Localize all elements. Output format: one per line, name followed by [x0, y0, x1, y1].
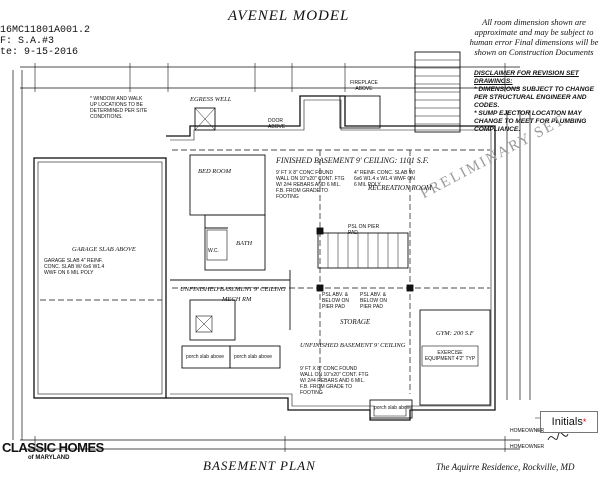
disclaimer-item: * DIMENSIONS SUBJECT TO CHANGE PER STRUC… — [474, 86, 595, 109]
required-star-icon: * — [582, 417, 587, 427]
psl-note-1: PSL ABV. & BELOW ON PIER PAD — [322, 292, 349, 310]
drawing-id-block: 16MC11801A001.2 F: S.A.#3 te: 9-15-2016 — [0, 25, 90, 58]
exercise-equipment-label: EXERCISE EQUIPMENT 4'2" TYP — [424, 350, 476, 362]
gym-label: GYM: 200 S.F — [436, 330, 474, 337]
egress-well-label: EGRESS WELL — [190, 96, 232, 103]
storage-label: STORAGE — [340, 318, 371, 326]
drawing-date: te: 9-15-2016 — [0, 47, 79, 58]
psl-note-2: PSL ABV. & BELOW ON PIER PAD — [360, 292, 387, 310]
garage-slab-label: GARAGE SLAB ABOVE — [72, 246, 136, 253]
psl-note-3: PSL ON PIER PAD — [348, 224, 380, 236]
foundation-wall-note-2: 9' FT X 8" CONC FOUND WALL ON 10"x20" CO… — [300, 366, 369, 396]
initials-label: Initials — [551, 416, 583, 428]
bedroom-label: BED ROOM — [198, 168, 232, 175]
porch-slab-bottom-label: porch slab above — [374, 405, 413, 411]
recreation-room-label: RECREATION ROOM — [368, 184, 432, 192]
room-dimension-note: All room dimension shown are approximate… — [469, 17, 599, 57]
window-location-note: * WINDOW AND WALK UP LOCATIONS TO BE DET… — [90, 96, 148, 120]
disclaimer-heading: DISCLAIMER FOR REVISION SET DRAWINGS: — [474, 70, 579, 85]
disclaimer-item: * SUMP EJECTOR LOCATION MAY CHANGE TO ME… — [474, 110, 587, 133]
porch-slab-mid-label: porch slab above — [234, 354, 273, 360]
foundation-wall-note-1: 9' FT X 8" CONC FOUND WALL ON 10"x20" CO… — [276, 170, 345, 200]
garage-slab-note: GARAGE SLAB 4" REINF. CONC. SLAB W/ 6x6 … — [44, 258, 105, 276]
finished-basement-label: FINISHED BASEMENT 9' CEILING: 1101 S.F. — [276, 156, 429, 165]
mech-room-label: MECH RM — [222, 296, 252, 303]
homeowner-signature — [547, 432, 569, 441]
wc-label: W.C. — [208, 248, 219, 254]
model-title: AVENEL MODEL — [228, 8, 350, 24]
rebar-slab-note: 4" REINF. CONC. SLAB W/ 6x6 W1.4 x W1.4 … — [354, 170, 415, 188]
company-logo: CLASSIC HOMES of MARYLAND — [2, 440, 104, 461]
disclaimer-block: DISCLAIMER FOR REVISION SET DRAWINGS: * … — [474, 70, 598, 134]
unfinished-basement-top-label: UNFINISHED BASEMENT 9' CEILING — [180, 286, 286, 293]
homeowner-label-1: HOMEOWNER — [510, 428, 545, 434]
drawing-id: 16MC11801A001.2 — [0, 25, 91, 36]
plan-title: BASEMENT PLAN — [203, 458, 316, 473]
bath-label: BATH — [236, 240, 253, 247]
drawing-f: F: S.A.#3 — [0, 36, 55, 47]
initials-field[interactable]: Initials* — [540, 411, 598, 433]
logo-brand: CLASSIC HOMES — [2, 440, 104, 455]
homeowner-label-2: HOMEOWNER — [510, 444, 545, 450]
logo-subtitle: of MARYLAND — [28, 455, 70, 461]
porch-slab-left-label: porch slab above — [186, 354, 225, 360]
door-above-label: DOOR ABOVE — [268, 118, 286, 130]
fireplace-label: FIREPLACE ABOVE — [350, 80, 378, 92]
unfinished-basement-bottom-label: UNFINISHED BASEMENT 9' CEILING — [300, 342, 406, 349]
residence-label: The Aquirre Residence, Rockville, MD — [436, 462, 575, 472]
